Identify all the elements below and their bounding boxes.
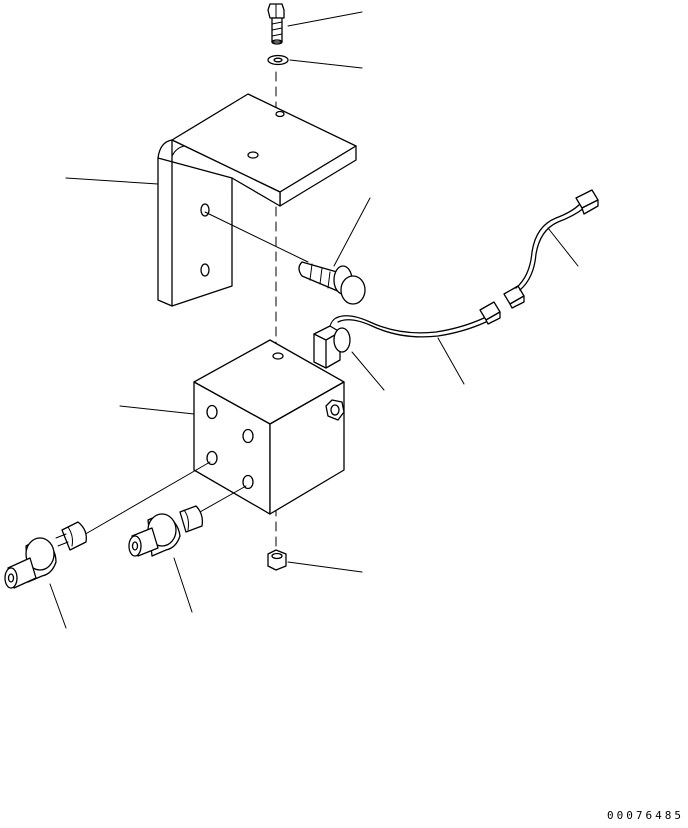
mounting-bolt bbox=[267, 3, 285, 45]
leader-l-bracket bbox=[65, 177, 159, 185]
valve-block bbox=[193, 339, 345, 515]
bottom-nut bbox=[267, 549, 287, 571]
leader-mounting-bolt bbox=[287, 11, 363, 27]
leader-wire-harness bbox=[437, 337, 465, 385]
leader-flange-bolt bbox=[333, 197, 371, 267]
flange-bolt bbox=[298, 261, 366, 305]
fitting-right bbox=[128, 505, 204, 557]
l-bracket bbox=[157, 93, 357, 307]
leader-solenoid bbox=[351, 351, 385, 391]
port-axis-left bbox=[81, 461, 211, 537]
leader-valve-block bbox=[119, 405, 195, 415]
bracket-bolt-axis bbox=[204, 211, 309, 263]
leader-fitting-left bbox=[49, 583, 67, 629]
washer bbox=[267, 54, 289, 66]
leader-fitting-right bbox=[173, 557, 193, 613]
fitting-left bbox=[4, 521, 87, 589]
wire-harness bbox=[335, 189, 599, 338]
leader-connector bbox=[547, 227, 579, 267]
leader-washer bbox=[289, 59, 363, 69]
drawing-number: 00076485 bbox=[607, 809, 684, 822]
leader-bottom-nut bbox=[287, 561, 363, 573]
port-axis-right bbox=[199, 485, 247, 513]
solenoid bbox=[313, 317, 351, 369]
